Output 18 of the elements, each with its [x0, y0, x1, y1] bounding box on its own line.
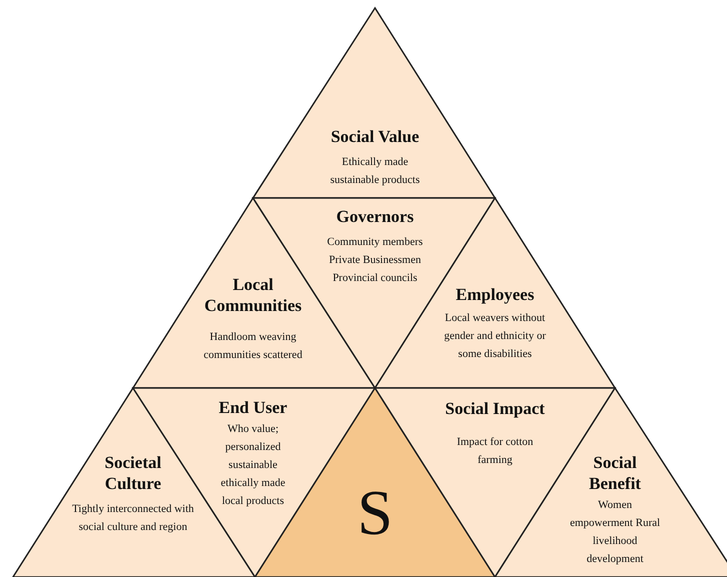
segment-heading: Social Impact: [444, 398, 546, 419]
segment-heading: Social Benefit: [588, 452, 642, 494]
segment-description: Ethically made sustainable products: [329, 155, 421, 188]
segment-heading: Local Communities: [203, 274, 303, 316]
triangle-segment: [253, 8, 495, 198]
segment-description: Impact for cotton farming: [456, 435, 534, 468]
segment-description: Who value; personalized sustainable ethically made local products: [220, 422, 286, 509]
segment-description: Handloom weaving communities scattered: [202, 330, 304, 363]
segment-heading: Societal Culture: [104, 452, 162, 494]
segment-heading: Governors: [335, 206, 415, 227]
center-letter: S: [356, 478, 394, 548]
segment-heading: End User: [218, 397, 288, 418]
segment-description: Tightly interconnected with social culture and region: [71, 502, 195, 535]
segment-description: Community members Private Businessmen Provincial councils: [326, 235, 424, 286]
segment-heading: Employees: [454, 284, 536, 305]
segment-description: Local weavers without gender and ethnicity or some disabilities: [443, 311, 547, 362]
segment-heading: Social Value: [330, 126, 420, 147]
segment-description: Women empowerment Rural livelihood development: [568, 498, 662, 567]
